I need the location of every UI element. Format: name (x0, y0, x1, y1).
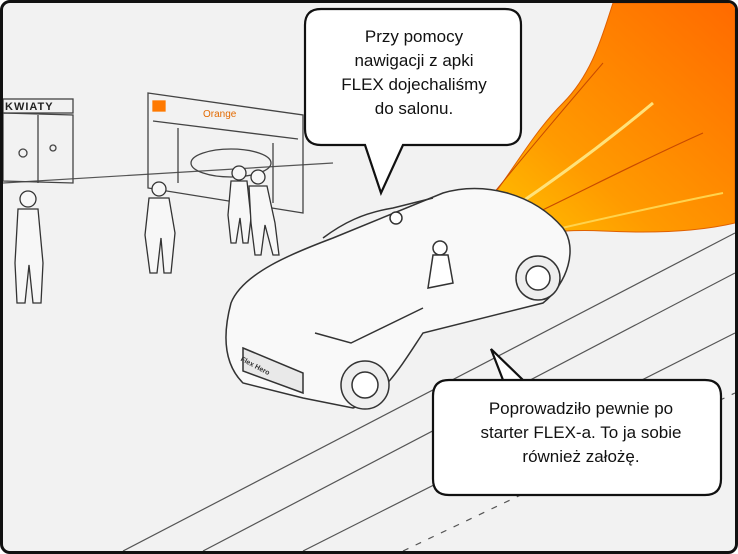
flower-shop-sign: KWIATY (5, 101, 54, 113)
flower-shop (3, 98, 74, 184)
convertible-car (225, 187, 571, 410)
speech-line: do salonu. (374, 99, 454, 118)
speech-line: Poprowadziło pewnie po (488, 399, 674, 418)
speech-bubble-bottom-text: Poprowadziło pewnie po starter FLEX-a. T… (436, 397, 726, 469)
speech-line: również założę. (522, 447, 640, 466)
speech-line: FLEX dojechaliśmy (341, 75, 487, 94)
scene-illustration (3, 3, 735, 551)
speech-bubble-top (303, 7, 523, 196)
speech-bubble-top-text: Przy pomocy nawigacji z apki FLEX dojech… (309, 25, 519, 121)
speech-line: starter FLEX-a. To ja sobie (480, 423, 682, 442)
speech-line: Przy pomocy (364, 27, 464, 46)
speech-bubble-bottom (431, 348, 723, 497)
speech-line: nawigacji z apki (354, 51, 474, 70)
orange-store-sign: Orange (203, 109, 237, 120)
orange-store (147, 92, 304, 214)
pedestrians (14, 165, 280, 304)
